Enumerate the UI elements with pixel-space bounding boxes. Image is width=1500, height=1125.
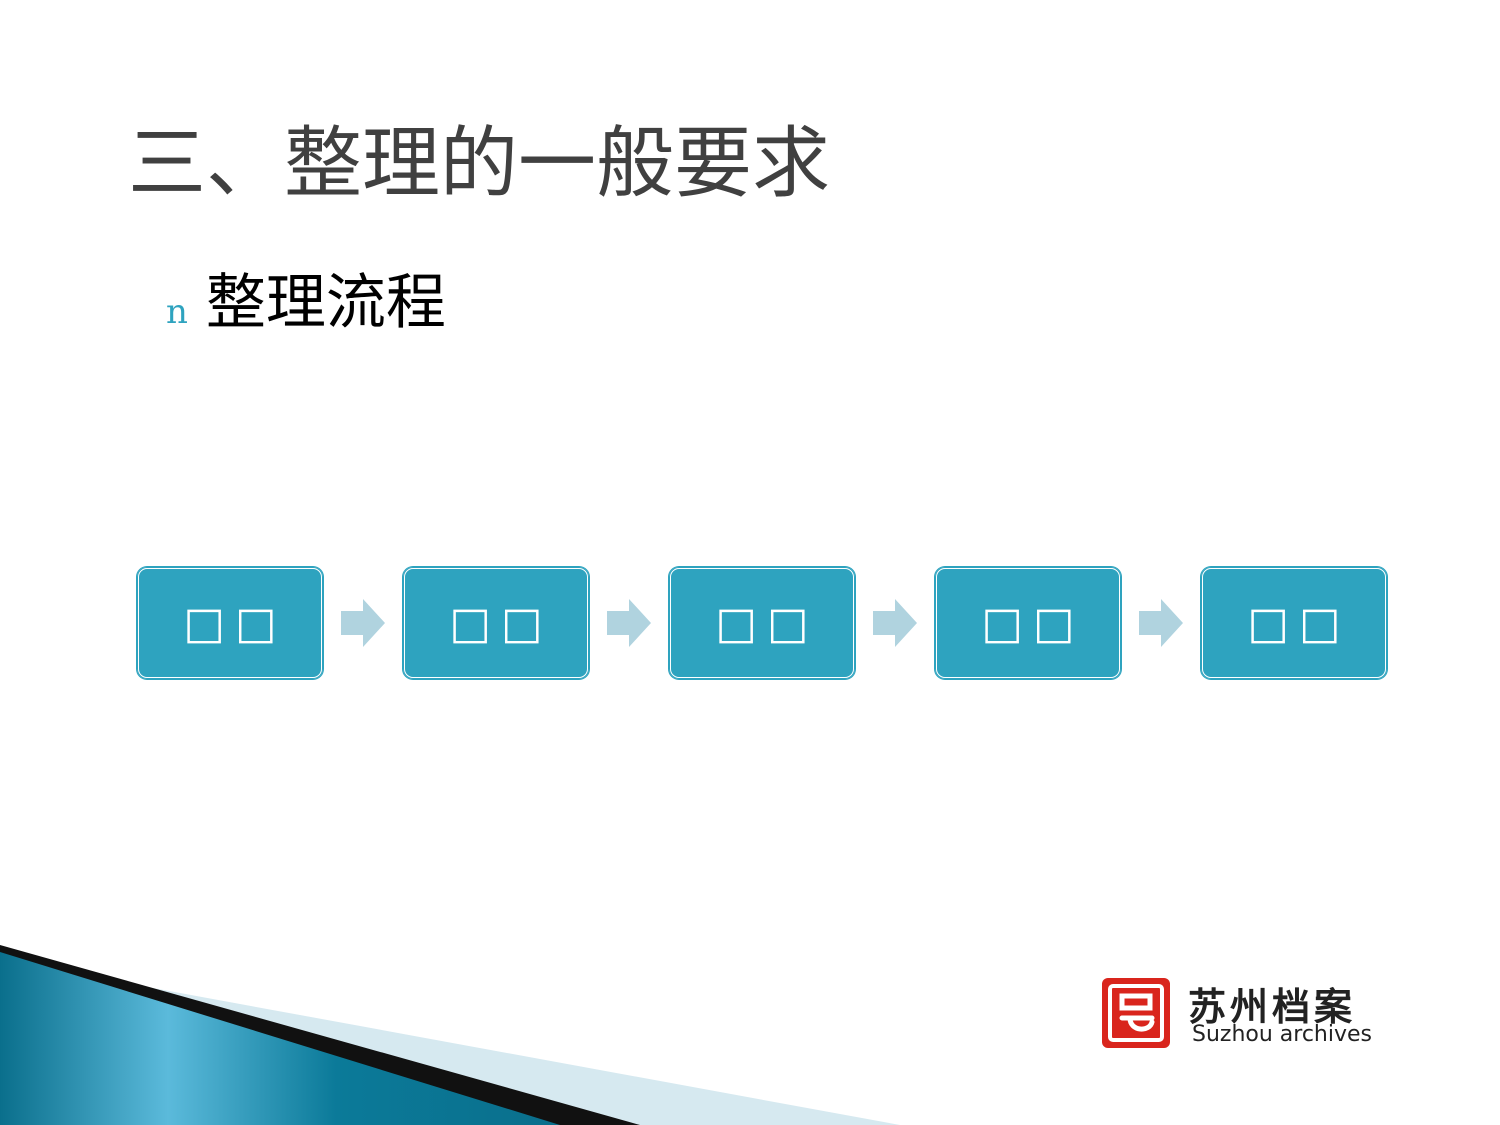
flow-step-label: □□ (449, 597, 553, 649)
flow-arrow-icon (341, 599, 385, 647)
flow-step-5: □□ (1201, 567, 1387, 679)
slide-title: 三、整理的一般要求 (128, 119, 831, 209)
seal-icon (1102, 978, 1170, 1048)
flow-step-label: □□ (715, 597, 819, 649)
flow-step-4: □□ (935, 567, 1121, 679)
flow-arrow-icon (607, 599, 651, 647)
process-flow: □□ □□ □□ □□ □□ (137, 567, 1387, 679)
decorative-band (0, 945, 900, 1125)
flow-step-1: □□ (137, 567, 323, 679)
flow-step-3: □□ (669, 567, 855, 679)
flow-step-label: □□ (183, 597, 287, 649)
logo-name-cn: 苏州档案 (1188, 985, 1357, 1029)
flow-arrow-icon (1139, 599, 1183, 647)
bullet-text: 整理流程 (205, 268, 446, 338)
flow-step-label: □□ (981, 597, 1085, 649)
logo-name-en: Suzhou archives (1192, 1022, 1373, 1047)
bullet-item: n 整理流程 (166, 270, 446, 336)
suzhou-archives-logo: 苏州档案 Suzhou archives (1100, 972, 1420, 1054)
flow-arrow-icon (873, 599, 917, 647)
bullet-marker: n (166, 292, 188, 332)
flow-step-label: □□ (1247, 597, 1351, 649)
flow-step-2: □□ (403, 567, 589, 679)
